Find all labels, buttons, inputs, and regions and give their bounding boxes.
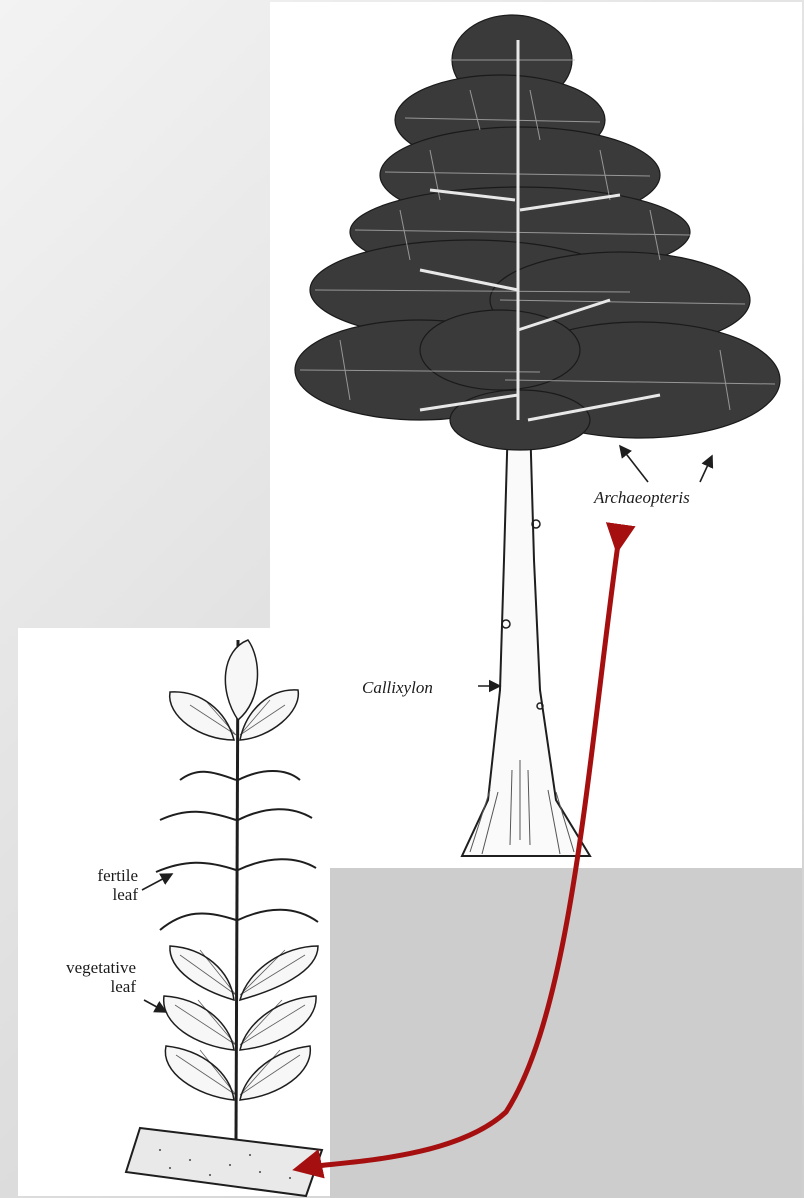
label-fertile-line2: leaf (70, 885, 138, 904)
label-callixylon: Callixylon (362, 678, 433, 697)
label-fertile-leaf: fertile leaf (70, 866, 138, 904)
tree-icon (295, 15, 780, 856)
label-vegetative-leaf: vegetative leaf (26, 958, 136, 996)
label-vegetative-line1: vegetative (26, 958, 136, 977)
branch-icon (126, 640, 322, 1196)
label-fertile-line1: fertile (70, 866, 138, 885)
tree-trunk (462, 420, 590, 856)
label-vegetative-line2: leaf (26, 977, 136, 996)
label-archaeopteris: Archaeopteris (594, 488, 690, 507)
